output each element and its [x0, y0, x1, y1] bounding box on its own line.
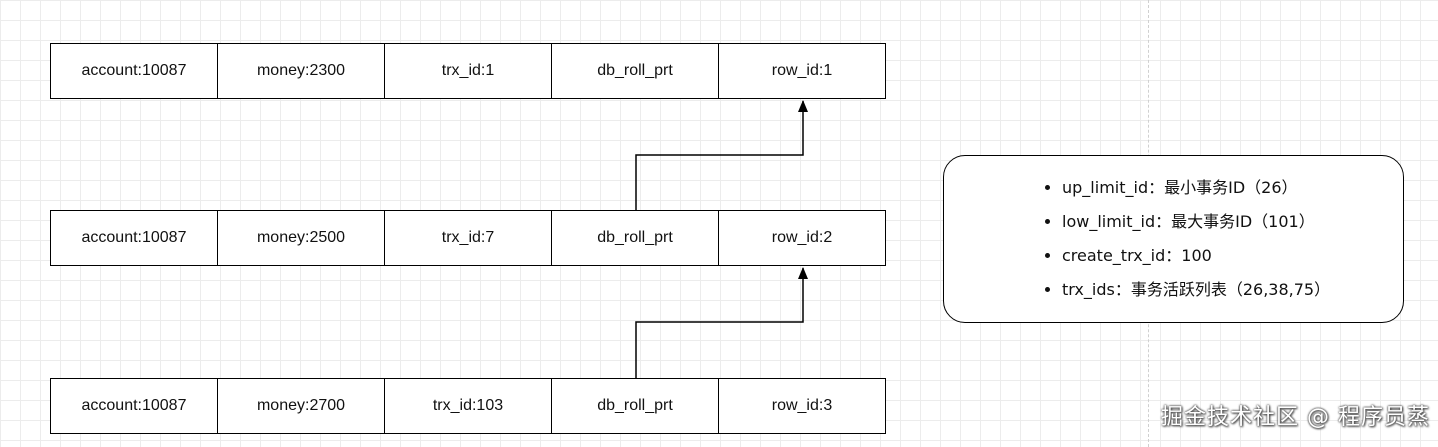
- account-cell: account:10087: [51, 379, 218, 433]
- money-cell: money:2500: [218, 211, 385, 265]
- undo-record-row-3: account:10087 money:2700 trx_id:103 db_r…: [50, 378, 886, 434]
- roll-pointer-arrow-row2-to-row1: [635, 101, 804, 210]
- roll-pointer-cell: db_roll_prt: [552, 44, 719, 98]
- read-view-item-create-trx-id: create_trx_id：100: [1062, 239, 1330, 273]
- money-cell: money:2300: [218, 44, 385, 98]
- read-view-item-low-limit-id: low_limit_id：最大事务ID（101）: [1062, 205, 1330, 239]
- roll-pointer-arrow-row3-to-row2: [635, 268, 804, 378]
- roll-pointer-cell: db_roll_prt: [552, 211, 719, 265]
- arrowhead-icon: [798, 267, 808, 279]
- row-id-cell: row_id:1: [771, 62, 833, 79]
- trx-id-cell: trx_id:1: [385, 44, 552, 98]
- read-view-box: up_limit_id：最小事务ID（26） low_limit_id：最大事务…: [943, 155, 1404, 323]
- read-view-item-up-limit-id: up_limit_id：最小事务ID（26）: [1062, 171, 1330, 205]
- account-cell: account:10087: [51, 211, 218, 265]
- roll-pointer-cell: db_roll_prt: [552, 379, 719, 433]
- row-id-cell: row_id:2: [771, 229, 833, 246]
- watermark: 掘金技术社区 @ 程序员蒸: [1161, 405, 1430, 430]
- row-id-cell: row_id:3: [771, 397, 833, 414]
- undo-record-row-1: account:10087 money:2300 trx_id:1 db_rol…: [50, 43, 886, 99]
- account-cell: account:10087: [51, 44, 218, 98]
- undo-record-row-2: account:10087 money:2500 trx_id:7 db_rol…: [50, 210, 886, 266]
- arrowhead-icon: [798, 100, 808, 112]
- read-view-item-trx-ids: trx_ids：事务活跃列表（26,38,75）: [1062, 273, 1330, 307]
- trx-id-cell: trx_id:7: [385, 211, 552, 265]
- read-view-list: up_limit_id：最小事务ID（26） low_limit_id：最大事务…: [944, 171, 1330, 307]
- money-cell: money:2700: [218, 379, 385, 433]
- trx-id-cell: trx_id:103: [385, 379, 552, 433]
